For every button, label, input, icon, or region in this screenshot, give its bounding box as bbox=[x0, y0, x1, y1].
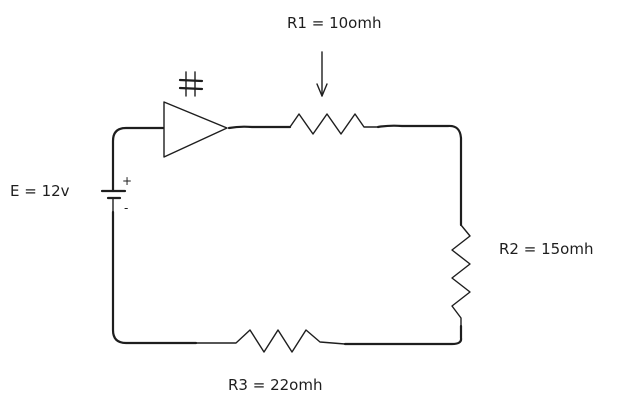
wire-r3-to-battery bbox=[111, 210, 198, 345]
battery-plus-sign: + bbox=[122, 174, 132, 188]
battery-minus-sign: - bbox=[124, 201, 128, 215]
label-r2: R2 = 15omh bbox=[499, 240, 593, 258]
label-r3: R3 = 22omh bbox=[228, 376, 322, 394]
ground-icon bbox=[178, 71, 204, 97]
resistor-r3 bbox=[195, 329, 346, 353]
wire-r1-to-corner bbox=[376, 124, 463, 227]
arrow-down-icon bbox=[316, 83, 328, 97]
resistor-r1 bbox=[289, 113, 379, 135]
wire-amp-to-r1 bbox=[227, 125, 292, 130]
wire-battery-to-amp bbox=[111, 126, 165, 193]
label-r1: R1 = 10omh bbox=[287, 14, 381, 32]
resistor-r2 bbox=[451, 224, 471, 327]
wire-r2-to-bottom bbox=[343, 324, 463, 346]
label-e: E = 12v bbox=[10, 182, 70, 200]
amplifier-triangle-icon bbox=[163, 101, 228, 158]
